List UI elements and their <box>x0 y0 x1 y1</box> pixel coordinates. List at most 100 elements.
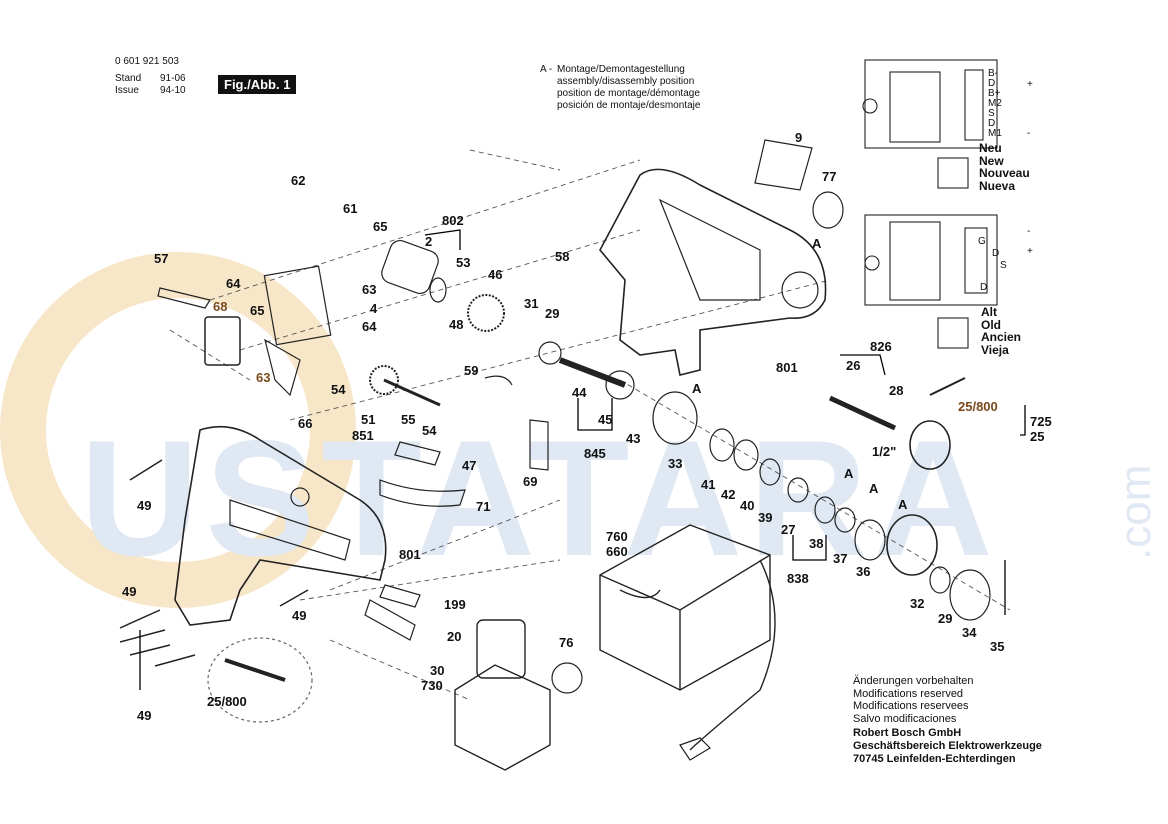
part-20 <box>364 599 416 641</box>
term-new-m2: M2 <box>988 98 1002 109</box>
callout-49a: 49 <box>137 498 152 513</box>
battery-730 <box>454 619 551 771</box>
shaft-51 <box>383 378 441 407</box>
callout-a-33: A <box>692 381 702 396</box>
callout-826: 826 <box>870 339 892 354</box>
legend-a-letter: A - <box>540 64 553 75</box>
wiring-new-fr: Nouveau <box>979 166 1030 180</box>
watermark-suffix: .com <box>1111 465 1160 560</box>
term-new-d2: D <box>988 118 996 129</box>
term-new-m1: M1 <box>988 128 1002 139</box>
callout-40: 40 <box>740 498 755 513</box>
term-new-b-minus: B- <box>988 68 998 79</box>
part-number: 0 601 921 503 <box>115 56 179 67</box>
housing-inner-detail <box>658 198 761 301</box>
company-name: Robert Bosch GmbH <box>853 727 962 739</box>
ring-gear-33 <box>652 391 698 445</box>
callout-61: 61 <box>343 201 358 216</box>
legend-a-line-3: position de montage/démontage <box>557 88 700 99</box>
callout-66: 66 <box>298 416 313 431</box>
term-new-b-plus: B+ <box>988 88 1001 99</box>
part-71 <box>379 479 466 507</box>
callout-51: 51 <box>361 412 376 427</box>
callout-half-inch: 1/2" <box>872 444 897 459</box>
wiring-old-en: Old <box>981 317 1001 332</box>
brush-spring-57 <box>157 287 211 309</box>
callout-a-housing: A <box>812 236 822 251</box>
callout-49d: 49 <box>137 708 152 723</box>
figure-label: Fig./Abb. 1 <box>218 75 297 94</box>
chuck-725 <box>828 377 966 470</box>
wiring-new-es: Nueva <box>979 178 1016 193</box>
term-old-d: D <box>992 248 1000 259</box>
gear-51 <box>369 365 399 395</box>
spindle-44 <box>558 357 627 388</box>
callout-29a: 29 <box>545 306 560 321</box>
callout-65b: 65 <box>250 303 265 318</box>
callout-26: 26 <box>846 358 861 373</box>
callout-30: 30 <box>430 663 445 678</box>
callout-43: 43 <box>626 431 641 446</box>
callout-32: 32 <box>910 596 925 611</box>
callout-199: 199 <box>444 597 466 612</box>
disc-76 <box>551 662 583 694</box>
plate-34 <box>949 569 991 621</box>
callout-2: 2 <box>425 234 433 249</box>
note-es: Salvo modificaciones <box>853 712 957 725</box>
callout-49c: 49 <box>122 584 137 599</box>
callout-59: 59 <box>464 363 479 378</box>
wiring-old-de: Alt <box>981 305 997 319</box>
callout-brackets <box>139 229 1026 690</box>
callout-65: 65 <box>373 219 388 234</box>
wiring-old-fr: Ancien <box>981 330 1022 344</box>
callout-38: 38 <box>809 536 824 551</box>
motor-53 <box>381 239 447 303</box>
assembly-guides <box>169 149 1011 701</box>
callout-25-800-bottom: 25/800 <box>207 694 247 709</box>
callout-34: 34 <box>962 625 977 640</box>
callout-730: 730 <box>421 678 443 693</box>
switch-assembly <box>263 265 332 397</box>
part-199 <box>379 584 421 608</box>
housing-right-half <box>599 168 827 376</box>
wiring-old-labels: Alt Old Ancien Vieja <box>981 306 1021 356</box>
planet-carrier-45 <box>605 370 635 400</box>
company-address: 70745 Leinfelden-Echterdingen <box>853 753 1016 765</box>
company-block: Robert Bosch GmbH Geschäftsbereich Elekt… <box>853 727 1042 766</box>
callout-42: 42 <box>721 487 736 502</box>
callout-47: 47 <box>462 458 477 473</box>
callout-20: 20 <box>447 629 462 644</box>
gear-46 <box>467 294 505 332</box>
callout-55: 55 <box>401 412 416 427</box>
callout-68: 68 <box>213 299 228 314</box>
callout-71: 71 <box>476 499 491 514</box>
callout-76: 76 <box>559 635 574 650</box>
callout-a-36: A <box>869 481 879 496</box>
wiring-diagram-old <box>864 214 998 349</box>
callout-39: 39 <box>758 510 773 525</box>
term-old-g: G <box>978 236 986 247</box>
wiring-new-de: Neu <box>979 141 1002 155</box>
mains-plug <box>679 737 711 761</box>
callout-27: 27 <box>781 522 796 537</box>
part-47 <box>394 441 441 466</box>
term-old-minus: - <box>1027 226 1031 237</box>
callout-33: 33 <box>668 456 683 471</box>
callout-25-800-top: 25/800 <box>958 399 998 414</box>
callout-63a: 63 <box>362 282 377 297</box>
key-callout-ring <box>207 637 313 723</box>
callout-37: 37 <box>833 551 848 566</box>
housing-bore <box>781 271 819 309</box>
wiring-diagram-new <box>862 59 998 189</box>
callout-77: 77 <box>822 169 837 184</box>
callout-69: 69 <box>523 474 538 489</box>
callout-45: 45 <box>598 412 613 427</box>
callout-802: 802 <box>442 213 464 228</box>
callout-845: 845 <box>584 446 606 461</box>
callout-a-ring: A <box>898 497 908 512</box>
term-new-plus: + <box>1027 79 1033 90</box>
callout-64b: 64 <box>362 319 377 334</box>
washer-29 <box>538 341 562 365</box>
